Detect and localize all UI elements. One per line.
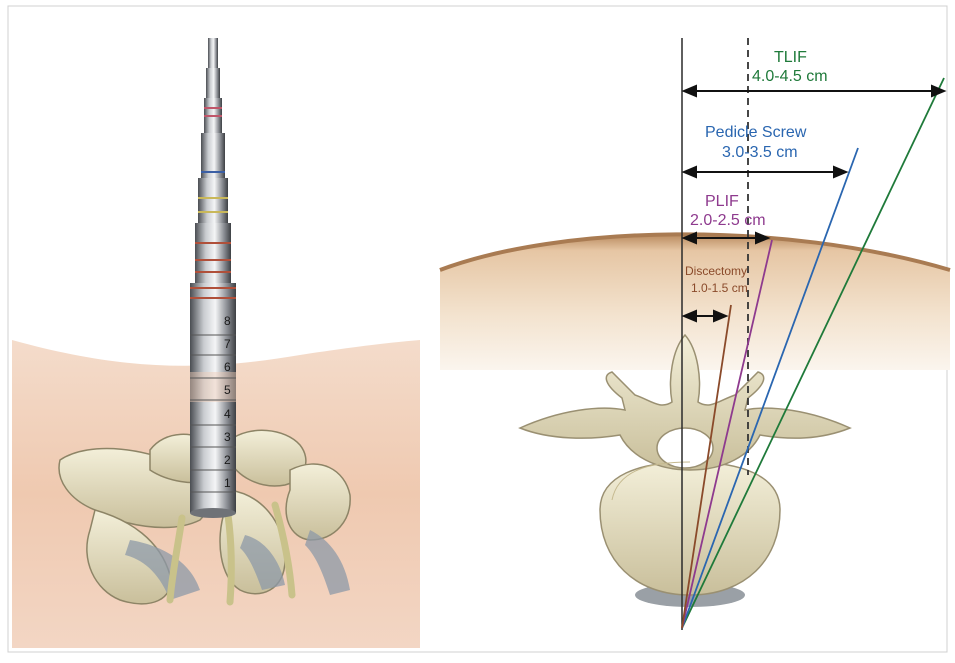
depth-label: 4 [224,407,231,421]
discectomy-label: Discectomy [685,264,747,278]
discectomy-range: 1.0-1.5 cm [691,281,748,295]
depth-label: 3 [224,430,231,444]
depth-label: 6 [224,360,231,374]
depth-label: 8 [224,314,231,328]
depth-label: 7 [224,337,231,351]
pedicle-screw-label: Pedicle Screw [705,124,807,141]
depth-label: 2 [224,453,231,467]
plif-range: 2.0-2.5 cm [690,212,766,229]
depth-label: 5 [224,383,231,397]
plif-label: PLIF [705,193,739,210]
tlif-label: TLIF [774,49,807,66]
depth-label: 1 [224,476,231,490]
tlif-range: 4.0-4.5 cm [752,68,828,85]
pedicle-screw-range: 3.0-3.5 cm [722,144,798,161]
soft-tissue-band [440,234,950,370]
